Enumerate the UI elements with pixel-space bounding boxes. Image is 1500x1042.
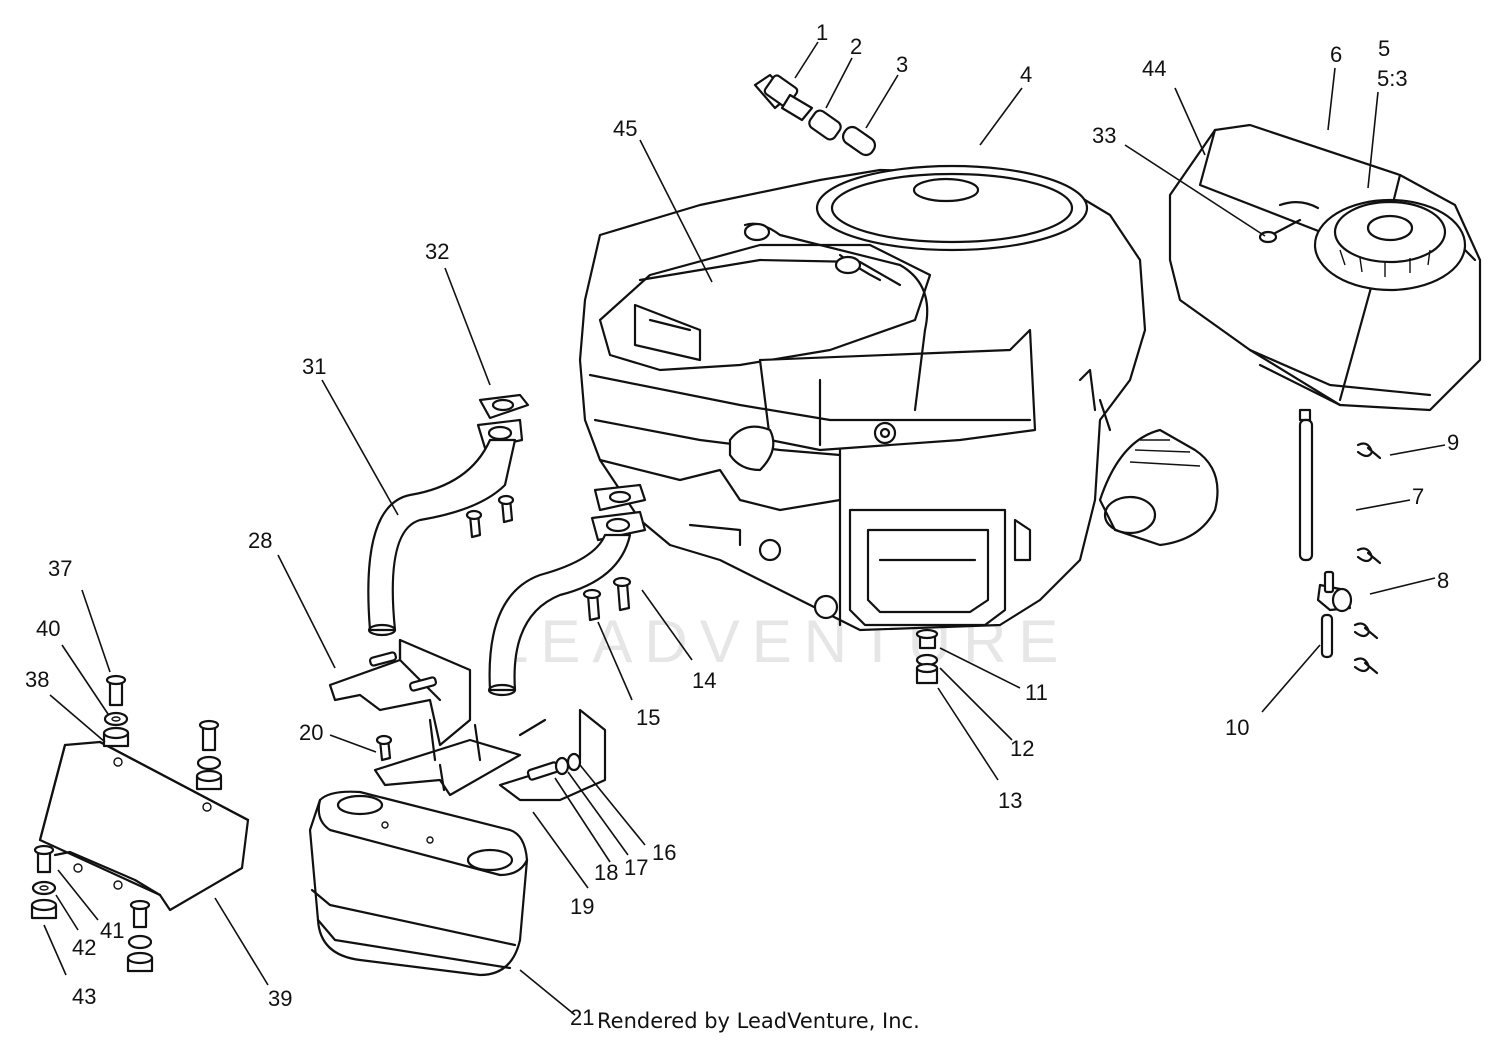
callout-41: 41 (100, 918, 124, 943)
bolt-14[interactable] (612, 576, 632, 612)
nut-43[interactable] (30, 898, 58, 920)
exhaust-pipe-31[interactable] (367, 438, 517, 637)
callout-45: 45 (613, 116, 637, 141)
exhaust-bolts-upper[interactable] (465, 494, 515, 539)
callout-4: 4 (1020, 62, 1032, 87)
nut-38[interactable] (102, 726, 130, 748)
callout-12: 12 (1010, 736, 1034, 761)
muffler-bracket-28[interactable] (328, 638, 472, 747)
callout-31: 31 (302, 354, 326, 379)
callout-7: 7 (1412, 484, 1424, 509)
bolt-41[interactable] (33, 844, 55, 874)
exhaust-gasket-right[interactable] (590, 483, 647, 542)
callout-16: 16 (652, 840, 676, 865)
callout-20: 20 (299, 720, 323, 745)
callout-32: 32 (425, 239, 449, 264)
engine[interactable] (578, 164, 1219, 632)
bolt-37[interactable] (105, 674, 127, 707)
fuel-fitting-3[interactable] (840, 124, 878, 158)
callout-42: 42 (72, 935, 96, 960)
callout-17: 17 (624, 855, 648, 880)
leader-lines (43, 41, 1446, 1016)
muffler-21[interactable] (308, 790, 529, 977)
hose-clamp-upper-8[interactable] (1353, 622, 1379, 640)
callout-14: 14 (692, 668, 716, 693)
washer-17[interactable] (554, 756, 570, 776)
callout-9: 9 (1447, 430, 1459, 455)
bolt-15[interactable] (582, 588, 602, 622)
callout-28: 28 (248, 528, 272, 553)
callout-3: 3 (896, 52, 908, 77)
callout-10: 10 (1225, 715, 1249, 740)
bolt-lower-right[interactable] (126, 899, 154, 973)
fuel-cap[interactable] (1313, 198, 1467, 292)
callout-19: 19 (570, 894, 594, 919)
callout-2: 2 (850, 34, 862, 59)
fuel-fitting-1[interactable] (753, 73, 814, 122)
fuel-line-10[interactable] (1320, 613, 1334, 659)
bolt-11[interactable] (915, 628, 939, 650)
exhaust-pipe-right[interactable] (487, 533, 632, 697)
fuel-fitting-2[interactable] (807, 108, 843, 142)
callout-44: 44 (1142, 56, 1166, 81)
callout-38: 38 (25, 667, 49, 692)
heat-shield-39[interactable] (38, 740, 250, 912)
callout-5: 5 (1378, 36, 1390, 61)
callout-5-3: 5:3 (1377, 66, 1408, 91)
callout-13: 13 (998, 788, 1022, 813)
nut-13[interactable] (915, 662, 939, 685)
callout-numbers: 1 2 3 4 5 5:3 6 7 8 9 10 11 12 13 14 15 … (25, 20, 1459, 1030)
fuel-line-7[interactable] (1298, 418, 1314, 562)
oil-filter (1098, 428, 1219, 547)
bolt-right-upper[interactable] (195, 719, 223, 791)
muffler-bracket-center[interactable] (373, 718, 522, 797)
callout-21: 21 (570, 1005, 594, 1030)
callout-1: 1 (816, 20, 828, 45)
callout-8: 8 (1437, 568, 1449, 593)
callout-39: 39 (268, 986, 292, 1011)
hose-clamp-lower-8[interactable] (1353, 657, 1379, 675)
callout-33: 33 (1092, 123, 1116, 148)
muffler-bracket-19[interactable] (498, 708, 607, 802)
hose-clamp-9-lower[interactable] (1356, 547, 1382, 565)
callout-37: 37 (48, 556, 72, 581)
bolt-20[interactable] (375, 734, 393, 762)
callout-11: 11 (1025, 680, 1048, 705)
callout-15: 15 (636, 705, 660, 730)
credit-text: Rendered by LeadVenture, Inc. (597, 1009, 920, 1033)
nut-16[interactable] (566, 752, 582, 772)
callout-40: 40 (36, 616, 60, 641)
fuel-valve-8[interactable] (1316, 570, 1353, 613)
washer-40[interactable] (103, 711, 129, 727)
washer-42[interactable] (31, 880, 57, 896)
callout-43: 43 (72, 984, 96, 1009)
callout-6: 6 (1330, 42, 1342, 67)
callout-18: 18 (594, 860, 618, 885)
hose-clamp-9-upper[interactable] (1356, 442, 1382, 460)
